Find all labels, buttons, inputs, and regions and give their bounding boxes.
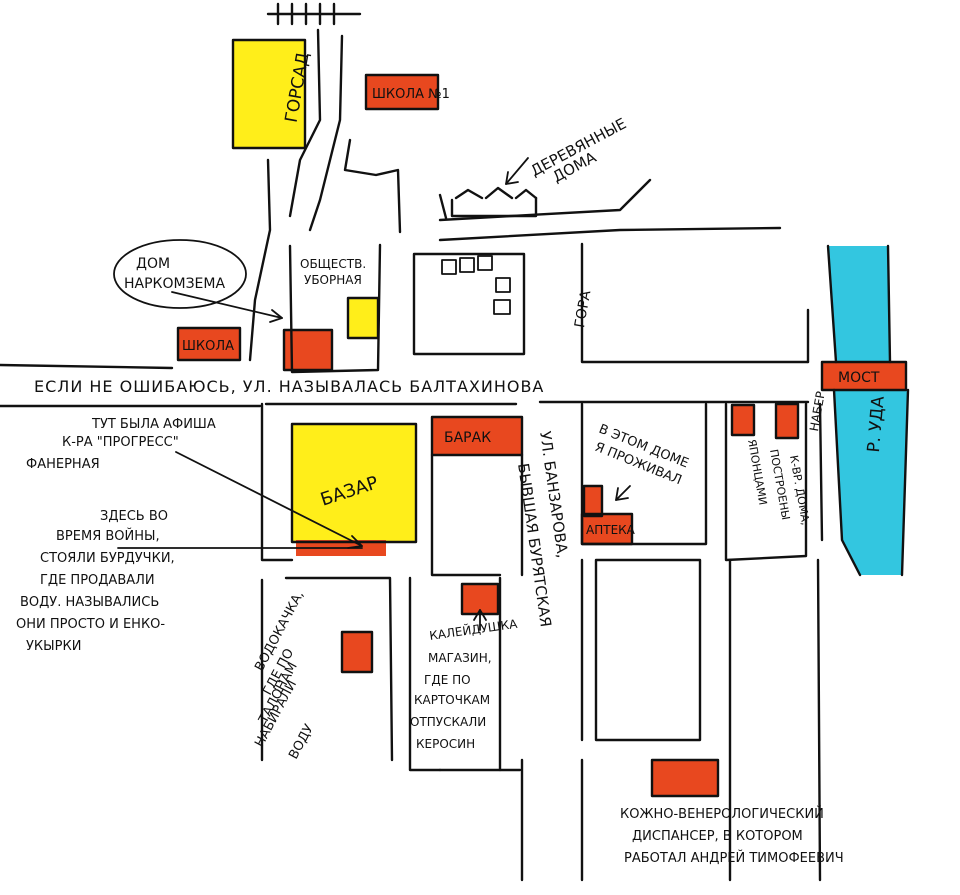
pointer-arrows: [117, 157, 631, 631]
kero-label-2: МАГАЗИН,: [428, 651, 492, 665]
japanese-label-3: ЯПОНЦАМИ: [745, 438, 769, 506]
school-building: [178, 328, 240, 360]
dispensary-building: [652, 760, 718, 796]
war-label-7: УКЫРКИ: [26, 639, 81, 654]
school1-label: ШКОЛА №1: [372, 87, 450, 102]
afisha-label-1: ТУТ БЫЛА АФИША: [91, 417, 216, 432]
river-uda-south: [834, 390, 908, 575]
toilet-label-2: УБОРНАЯ: [304, 273, 362, 287]
kero-label-4: КАРТОЧКАМ: [414, 693, 490, 707]
war-label-5: ВОДУ. НАЗЫВАЛИСЬ: [20, 595, 159, 610]
narkom-callout: [113, 239, 247, 309]
war-label-3: СТОЯЛИ БУРДУЧКИ,: [40, 551, 175, 566]
most-label: МОСТ: [838, 370, 880, 386]
war-label-6: ОНИ ПРОСТО И ЕНКО-: [16, 617, 165, 632]
barak-building: [432, 417, 522, 455]
war-label-1: ЗДЕСЬ ВО: [100, 509, 168, 524]
japanese-house-2: [776, 404, 798, 438]
afisha-label-2: К-РА "ПРОГРЕСС": [62, 435, 179, 450]
kero-label-5: ОТПУСКАЛИ: [410, 715, 486, 729]
river-label: Р. УДА: [864, 395, 889, 453]
apteka-wing: [584, 486, 602, 516]
water-label-5: ВОДУ: [286, 722, 317, 762]
kerosene-shop: [462, 584, 498, 614]
apteka-building: [582, 514, 632, 544]
dispensary-label-1: КОЖНО-ВЕНЕРОЛОГИЧЕСКИЙ: [620, 806, 824, 822]
water-tower: [342, 632, 372, 672]
gora-label: ГОРА: [572, 289, 594, 329]
river-uda: [828, 246, 890, 362]
narkom-label-1: ДОМ: [136, 256, 170, 272]
toilet-label-1: ОБЩЕСТВ.: [300, 257, 366, 271]
dispensary-label-3: РАБОТАЛ АНДРЕЙ ТИМОФЕЕВИЧ: [624, 850, 844, 866]
kero-label-3: ГДЕ ПО: [424, 673, 471, 687]
bazar-area: [292, 424, 416, 542]
war-label-4: ГДЕ ПРОДАВАЛИ: [40, 573, 155, 588]
apteka-label: АПТЕКА: [586, 523, 636, 537]
japanese-house-1: [732, 405, 754, 435]
barak-label: БАРАК: [444, 430, 491, 446]
narkom-label-2: НАРКОМЗЕМА: [124, 276, 225, 292]
kero-label-6: КЕРОСИН: [416, 737, 475, 751]
bridge: [822, 362, 906, 390]
afisha-label-3: ФАНЕРНАЯ: [26, 457, 100, 472]
dispensary-label-2: ДИСПАНСЕР, В КОТОРОМ: [632, 829, 803, 844]
war-label-2: ВРЕМЯ ВОЙНЫ,: [56, 528, 160, 544]
school-label: ШКОЛА: [182, 339, 234, 354]
street-lines: [0, 2, 910, 882]
small-house-sketches: [441, 255, 511, 315]
naberezh-label: НАБЕР.: [807, 386, 828, 432]
toilet-area: [348, 298, 378, 338]
school1-building: [366, 75, 438, 109]
street-main-label: ЕСЛИ НЕ ОШИБАЮСЬ, УЛ. НАЗЫВАЛАСЬ БАЛТАХИ…: [34, 377, 544, 396]
gorsad-area: [233, 40, 305, 148]
